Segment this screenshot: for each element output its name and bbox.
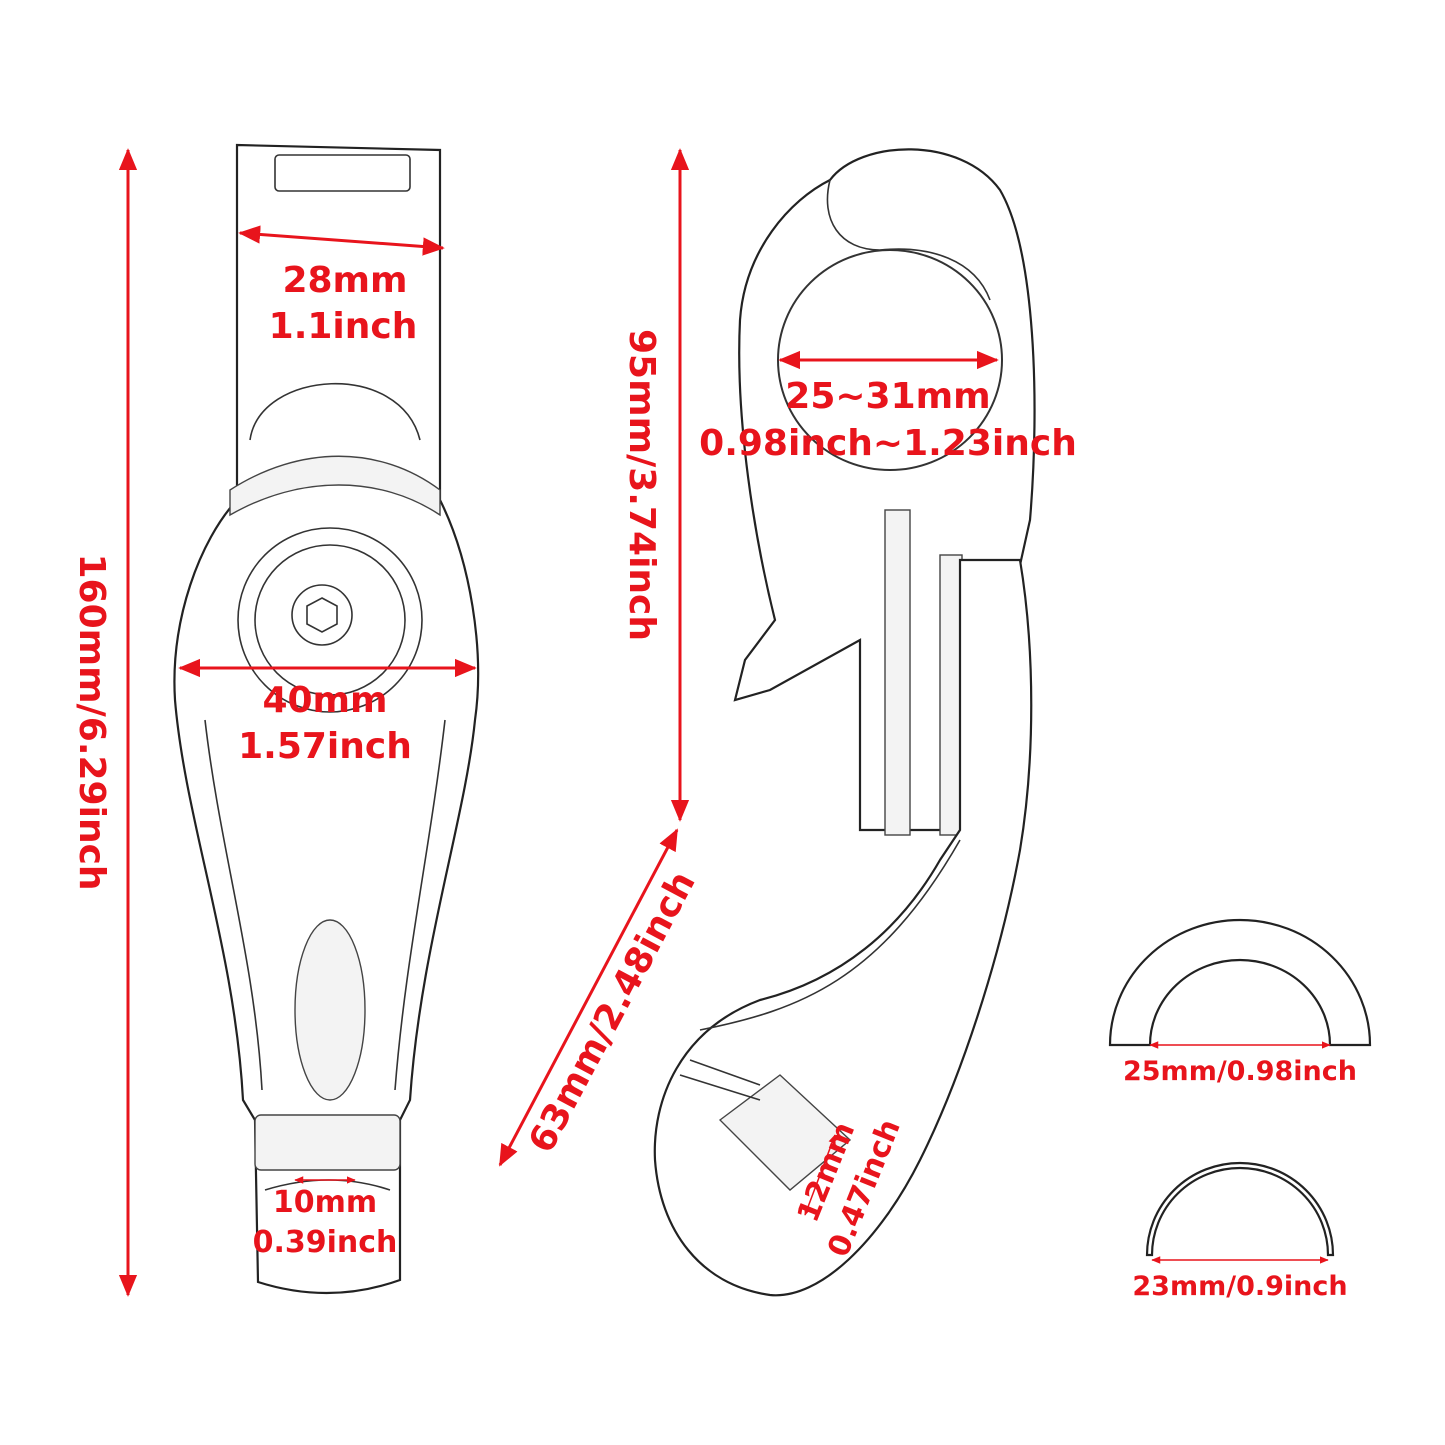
- body-width-in-label: 1.57inch: [238, 726, 412, 767]
- total-length-label: 160mm/6.29inch: [71, 553, 112, 890]
- tip-collar: [254, 1114, 401, 1171]
- bolt-recess-inner: [254, 544, 406, 696]
- collar: [229, 455, 441, 517]
- clamp-diameter-mm-label: 25~31mm: [785, 376, 990, 417]
- clamp-contour: [826, 179, 991, 301]
- bolt-thread: [679, 1059, 761, 1101]
- clamp-gap-right: [939, 554, 963, 836]
- top-width-in-label: 1.1inch: [269, 306, 418, 347]
- spacer-thin: [1145, 1161, 1335, 1257]
- oval-slot: [294, 919, 366, 1101]
- body-contour: [204, 719, 446, 1091]
- body-width-mm-label: 40mm: [262, 680, 387, 721]
- top-slot: [274, 154, 411, 192]
- clamp-height-label: 95mm/3.74inch: [621, 329, 662, 641]
- tip-width-in-label: 0.39inch: [253, 1225, 398, 1260]
- tip-width-mm-label: 10mm: [273, 1185, 377, 1220]
- top-bevel: [249, 382, 421, 441]
- spacer-thin-label: 23mm/0.9inch: [1132, 1271, 1347, 1302]
- dim-arm-length: [498, 828, 679, 1167]
- arm-outline: [653, 558, 1033, 1297]
- front-view-part: [173, 143, 480, 1295]
- clamp-diameter-in-label: 0.98inch~1.23inch: [699, 423, 1077, 464]
- hex-socket-icon: [306, 597, 338, 633]
- arm-contour: [699, 839, 961, 1031]
- hex-bolt-icon: [291, 584, 353, 646]
- bolt-recess: [237, 527, 423, 713]
- top-width-mm-label: 28mm: [282, 260, 407, 301]
- spacer-thick: [1108, 918, 1372, 1047]
- dim-bolt: [804, 1134, 836, 1216]
- spacer-thick-label: 25mm/0.98inch: [1123, 1056, 1357, 1087]
- clamp-gap-left: [884, 509, 911, 836]
- dim-top-width: [238, 225, 445, 256]
- front-part-outline: [173, 143, 480, 1295]
